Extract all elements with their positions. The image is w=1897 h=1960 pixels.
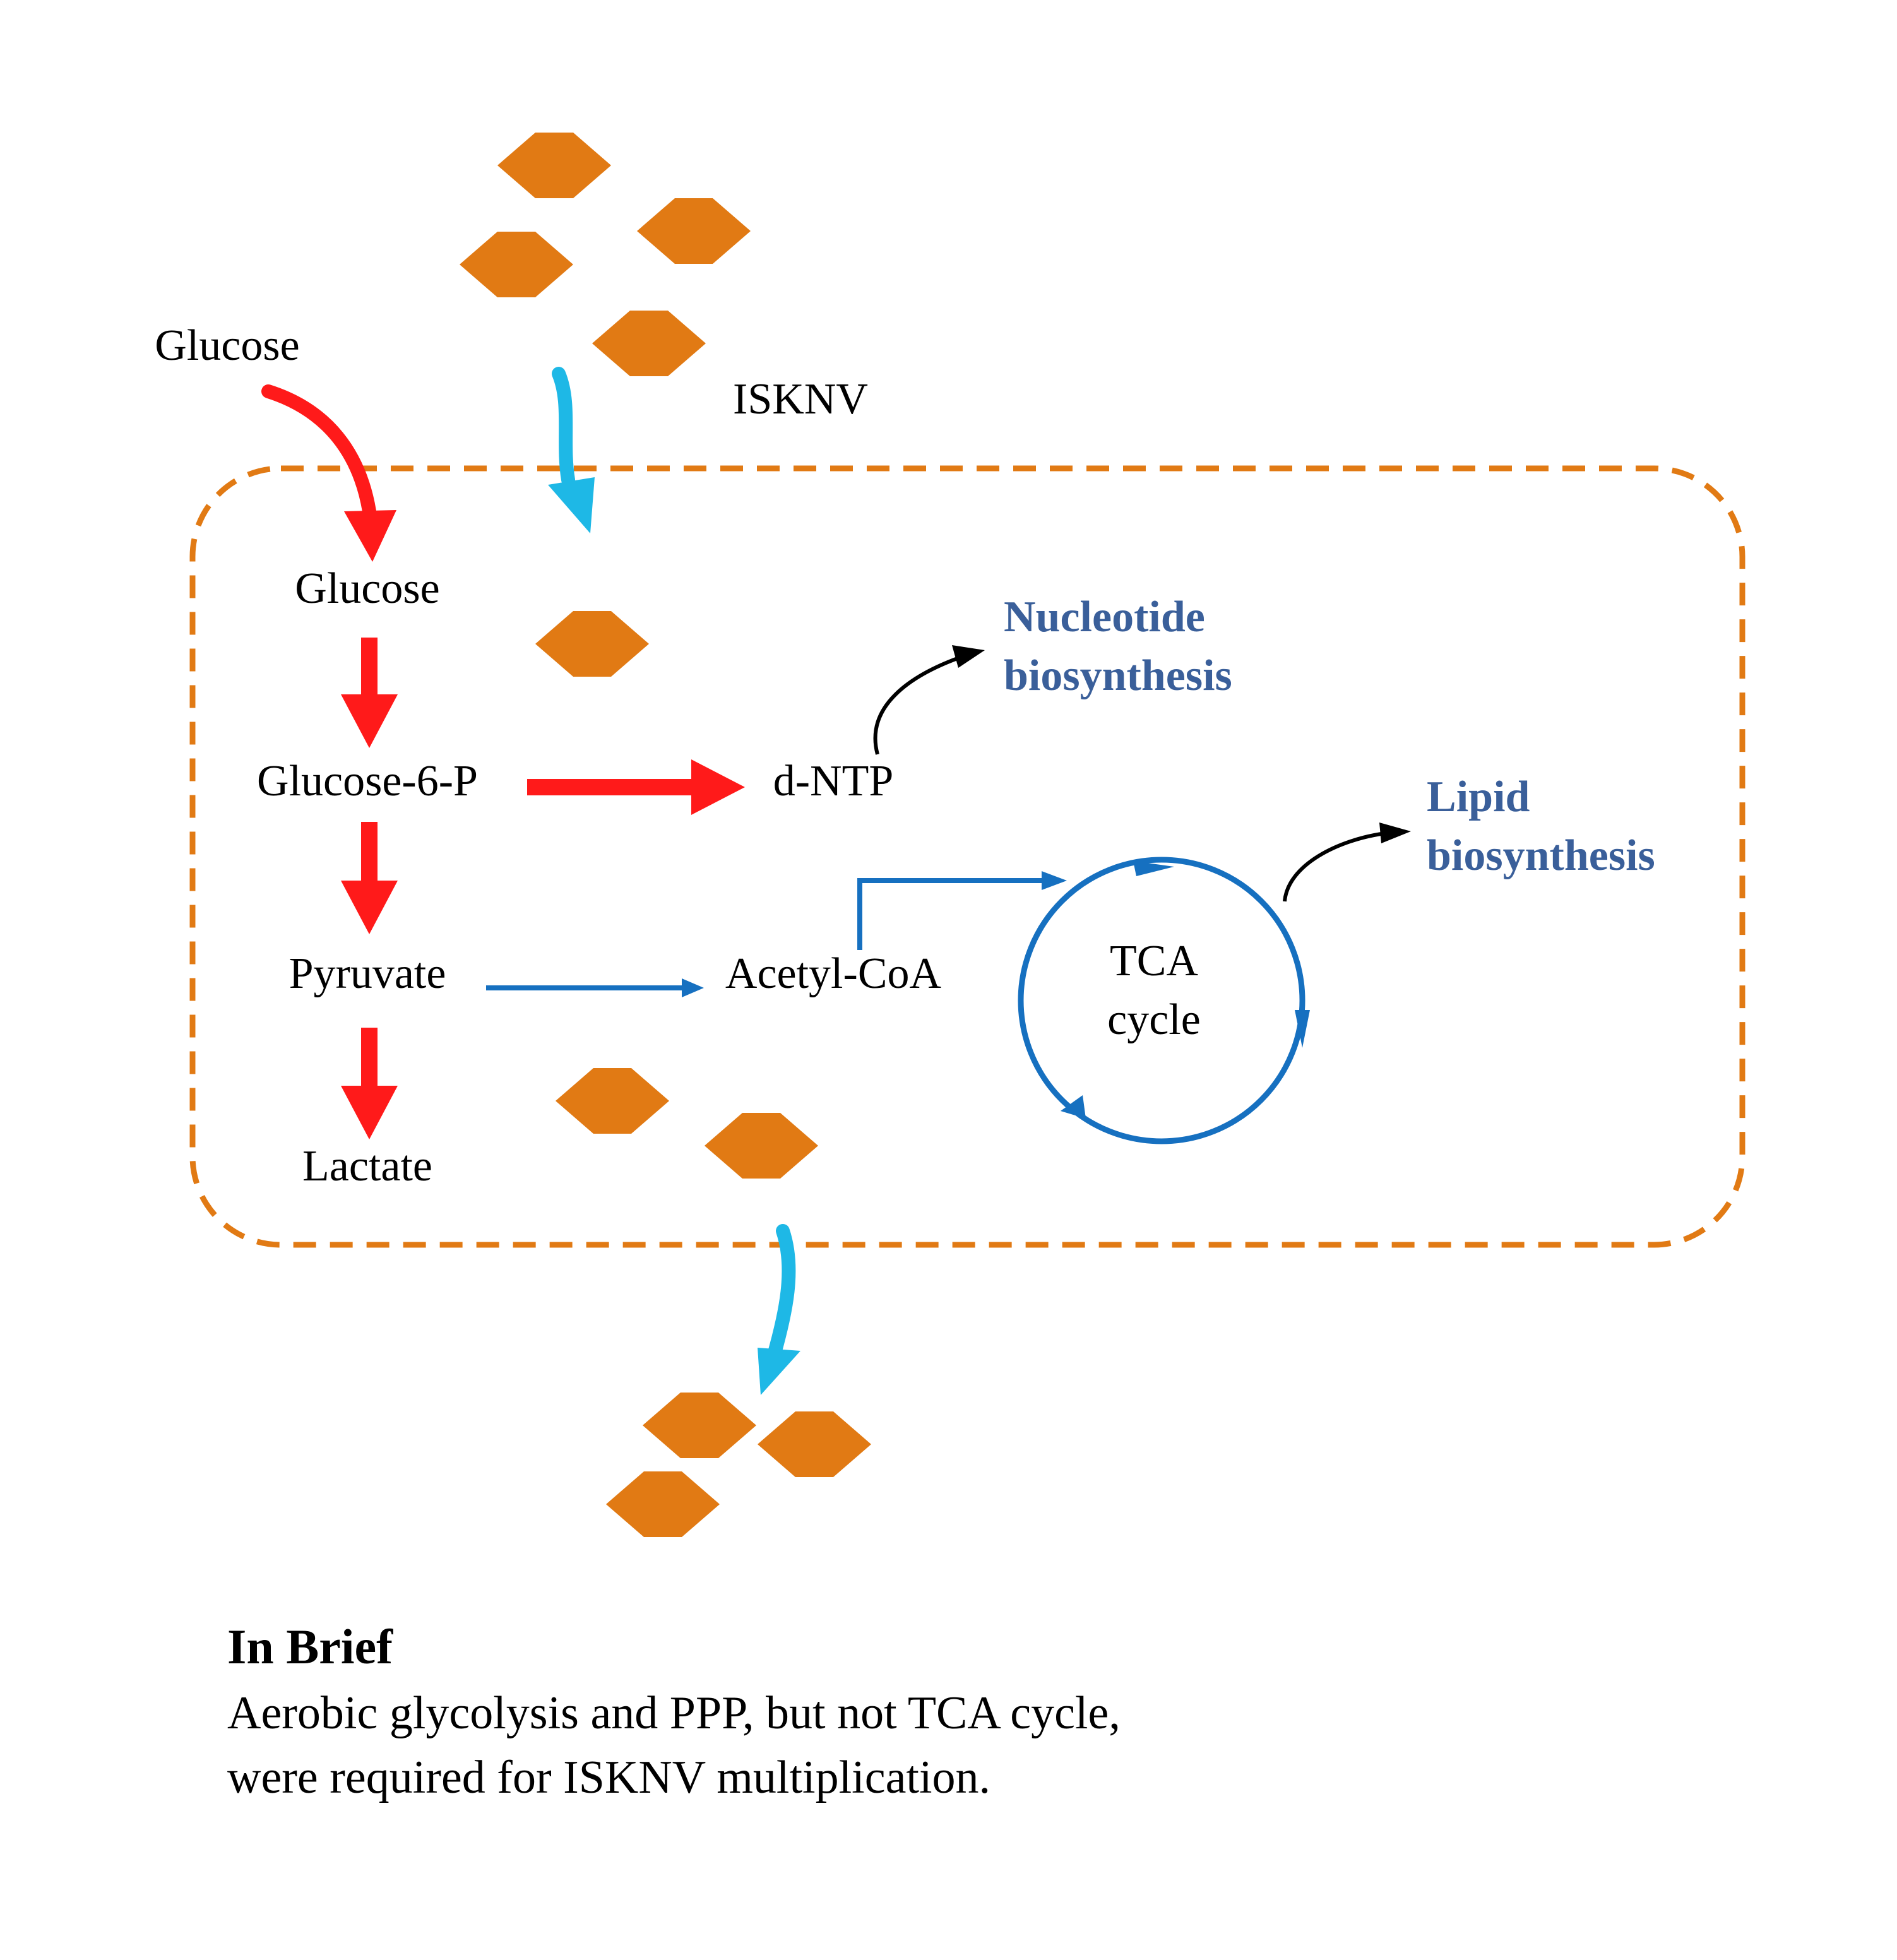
hexagon-icon (535, 611, 649, 677)
in-brief-line1: Aerobic glycolysis and PPP, but not TCA … (227, 1687, 1121, 1739)
nucleotide-biosynthesis-line1: Nucleotide (1004, 593, 1205, 641)
nucleotide-biosynthesis-line2: biosynthesis (1004, 651, 1232, 700)
hexagon-icon (643, 1393, 756, 1458)
isknv-label: ISKNV (733, 375, 868, 424)
dntp-to-nucleotide-arrow (873, 645, 985, 755)
cell-membrane (189, 465, 1745, 1248)
glucose6p-label: Glucose-6-P (257, 757, 478, 805)
dntp-label: d-NTP (773, 757, 894, 805)
hexagon-icon (460, 232, 573, 297)
hexagon-icon (705, 1113, 818, 1179)
virus-particles (460, 133, 871, 1537)
lipid-biosynthesis-line2: biosynthesis (1427, 831, 1655, 880)
hexagon-icon (592, 311, 706, 376)
pyruvate-label: Pyruvate (289, 949, 446, 998)
tca-cycle-circle (1018, 857, 1310, 1144)
lipid-biosynthesis-line1: Lipid (1427, 773, 1530, 821)
pyruvate-to-lactate-arrow (341, 1028, 398, 1139)
g6p-to-dntp-arrow (527, 759, 745, 815)
acetylcoa-to-tca-arrow (857, 871, 1067, 950)
hexagon-icon (758, 1411, 871, 1477)
virus-exit-arrow (758, 1224, 800, 1395)
hexagon-icon (637, 198, 751, 264)
tca-to-lipid-arrow (1283, 823, 1411, 902)
glucose-outside-label: Glucose (155, 321, 299, 370)
tca-label-line2: cycle (1107, 995, 1201, 1044)
glucose-to-g6p-arrow (341, 638, 398, 748)
glucose-inside-label: Glucose (295, 564, 439, 613)
acetylcoa-label: Acetyl-CoA (725, 949, 942, 998)
tca-label-line1: TCA (1110, 937, 1198, 985)
hexagon-icon (606, 1471, 720, 1537)
hexagon-icon (556, 1068, 669, 1134)
lactate-label: Lactate (302, 1142, 432, 1191)
g6p-to-pyruvate-arrow (341, 822, 398, 934)
glucose-uptake-arrow (261, 384, 396, 562)
pyruvate-to-acetylcoa-arrow (486, 978, 704, 997)
virus-entry-arrow (548, 367, 595, 533)
in-brief-line2: were required for ISKNV multiplication. (227, 1752, 990, 1803)
in-brief-title: In Brief (227, 1619, 393, 1674)
hexagon-icon (497, 133, 611, 198)
